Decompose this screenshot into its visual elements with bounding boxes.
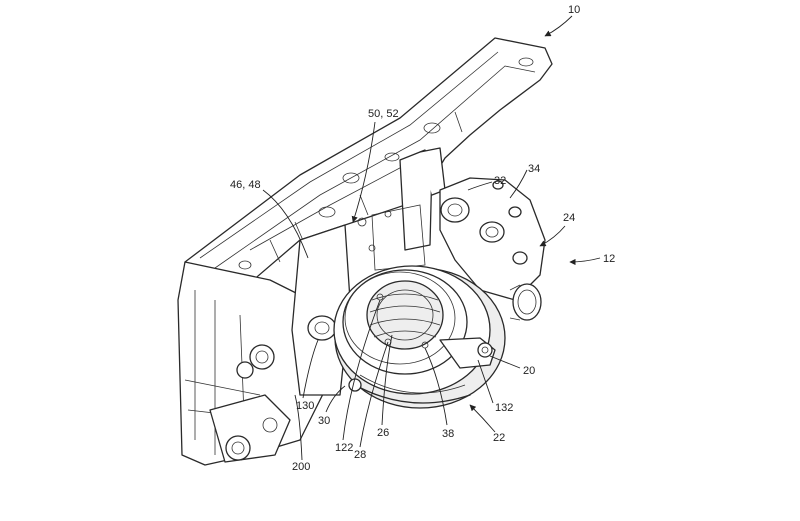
label-50-52: 50, 52 [368, 108, 399, 120]
leader-lines [262, 15, 601, 461]
label-122: 122 [335, 442, 353, 454]
label-38: 38 [442, 428, 454, 440]
label-34: 34 [528, 163, 540, 175]
label-20: 20 [523, 365, 535, 377]
label-10: 10 [568, 4, 580, 16]
label-24: 24 [563, 212, 575, 224]
label-28: 28 [354, 449, 366, 461]
label-200: 200 [292, 461, 310, 473]
label-130: 130 [296, 400, 314, 412]
label-32: 32 [494, 175, 506, 187]
label-30: 30 [318, 415, 330, 427]
label-22: 22 [493, 432, 505, 444]
housing-drawing [177, 37, 553, 466]
label-46-48: 46, 48 [230, 179, 261, 191]
label-132: 132 [495, 402, 513, 414]
label-26: 26 [377, 427, 389, 439]
label-12: 12 [603, 253, 615, 265]
reference-labels: 10 12 20 22 24 26 28 30 32 34 38 122 130… [230, 4, 615, 473]
